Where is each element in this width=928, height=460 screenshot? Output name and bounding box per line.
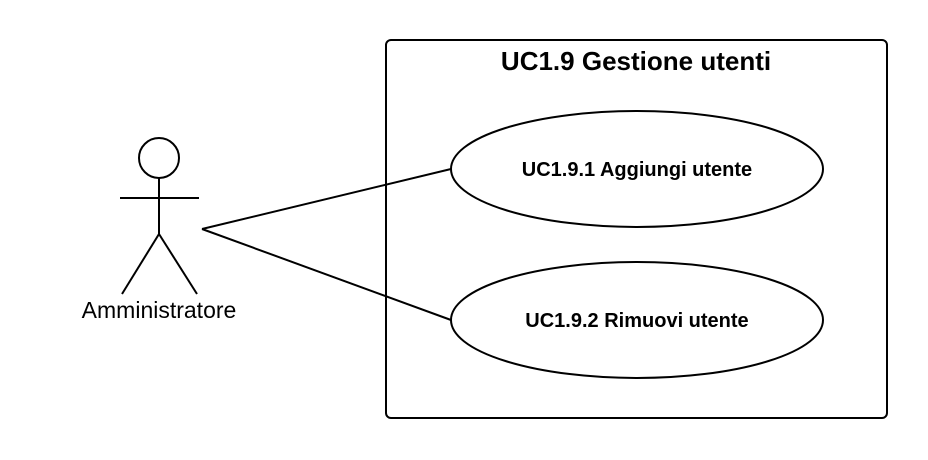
use-case-remove-user[interactable]: UC1.9.2 Rimuovi utente [450,261,824,379]
use-case-label: UC1.9.2 Rimuovi utente [525,310,748,332]
association-line-remove-user [201,228,452,321]
actor-left-leg [121,233,160,295]
use-case-ellipse [450,261,824,379]
use-case-add-user[interactable]: UC1.9.1 Aggiungi utente [450,110,824,228]
actor-head [138,137,180,179]
system-title: UC1.9 Gestione utenti [501,46,771,76]
use-case-ellipse [450,110,824,228]
use-case-label: UC1.9.1 Aggiungi utente [522,159,752,181]
actor-label: Amministratore [82,297,237,323]
actor-figure[interactable] [120,137,199,295]
actor-right-leg [158,233,198,295]
association-line-add-user [201,168,452,230]
